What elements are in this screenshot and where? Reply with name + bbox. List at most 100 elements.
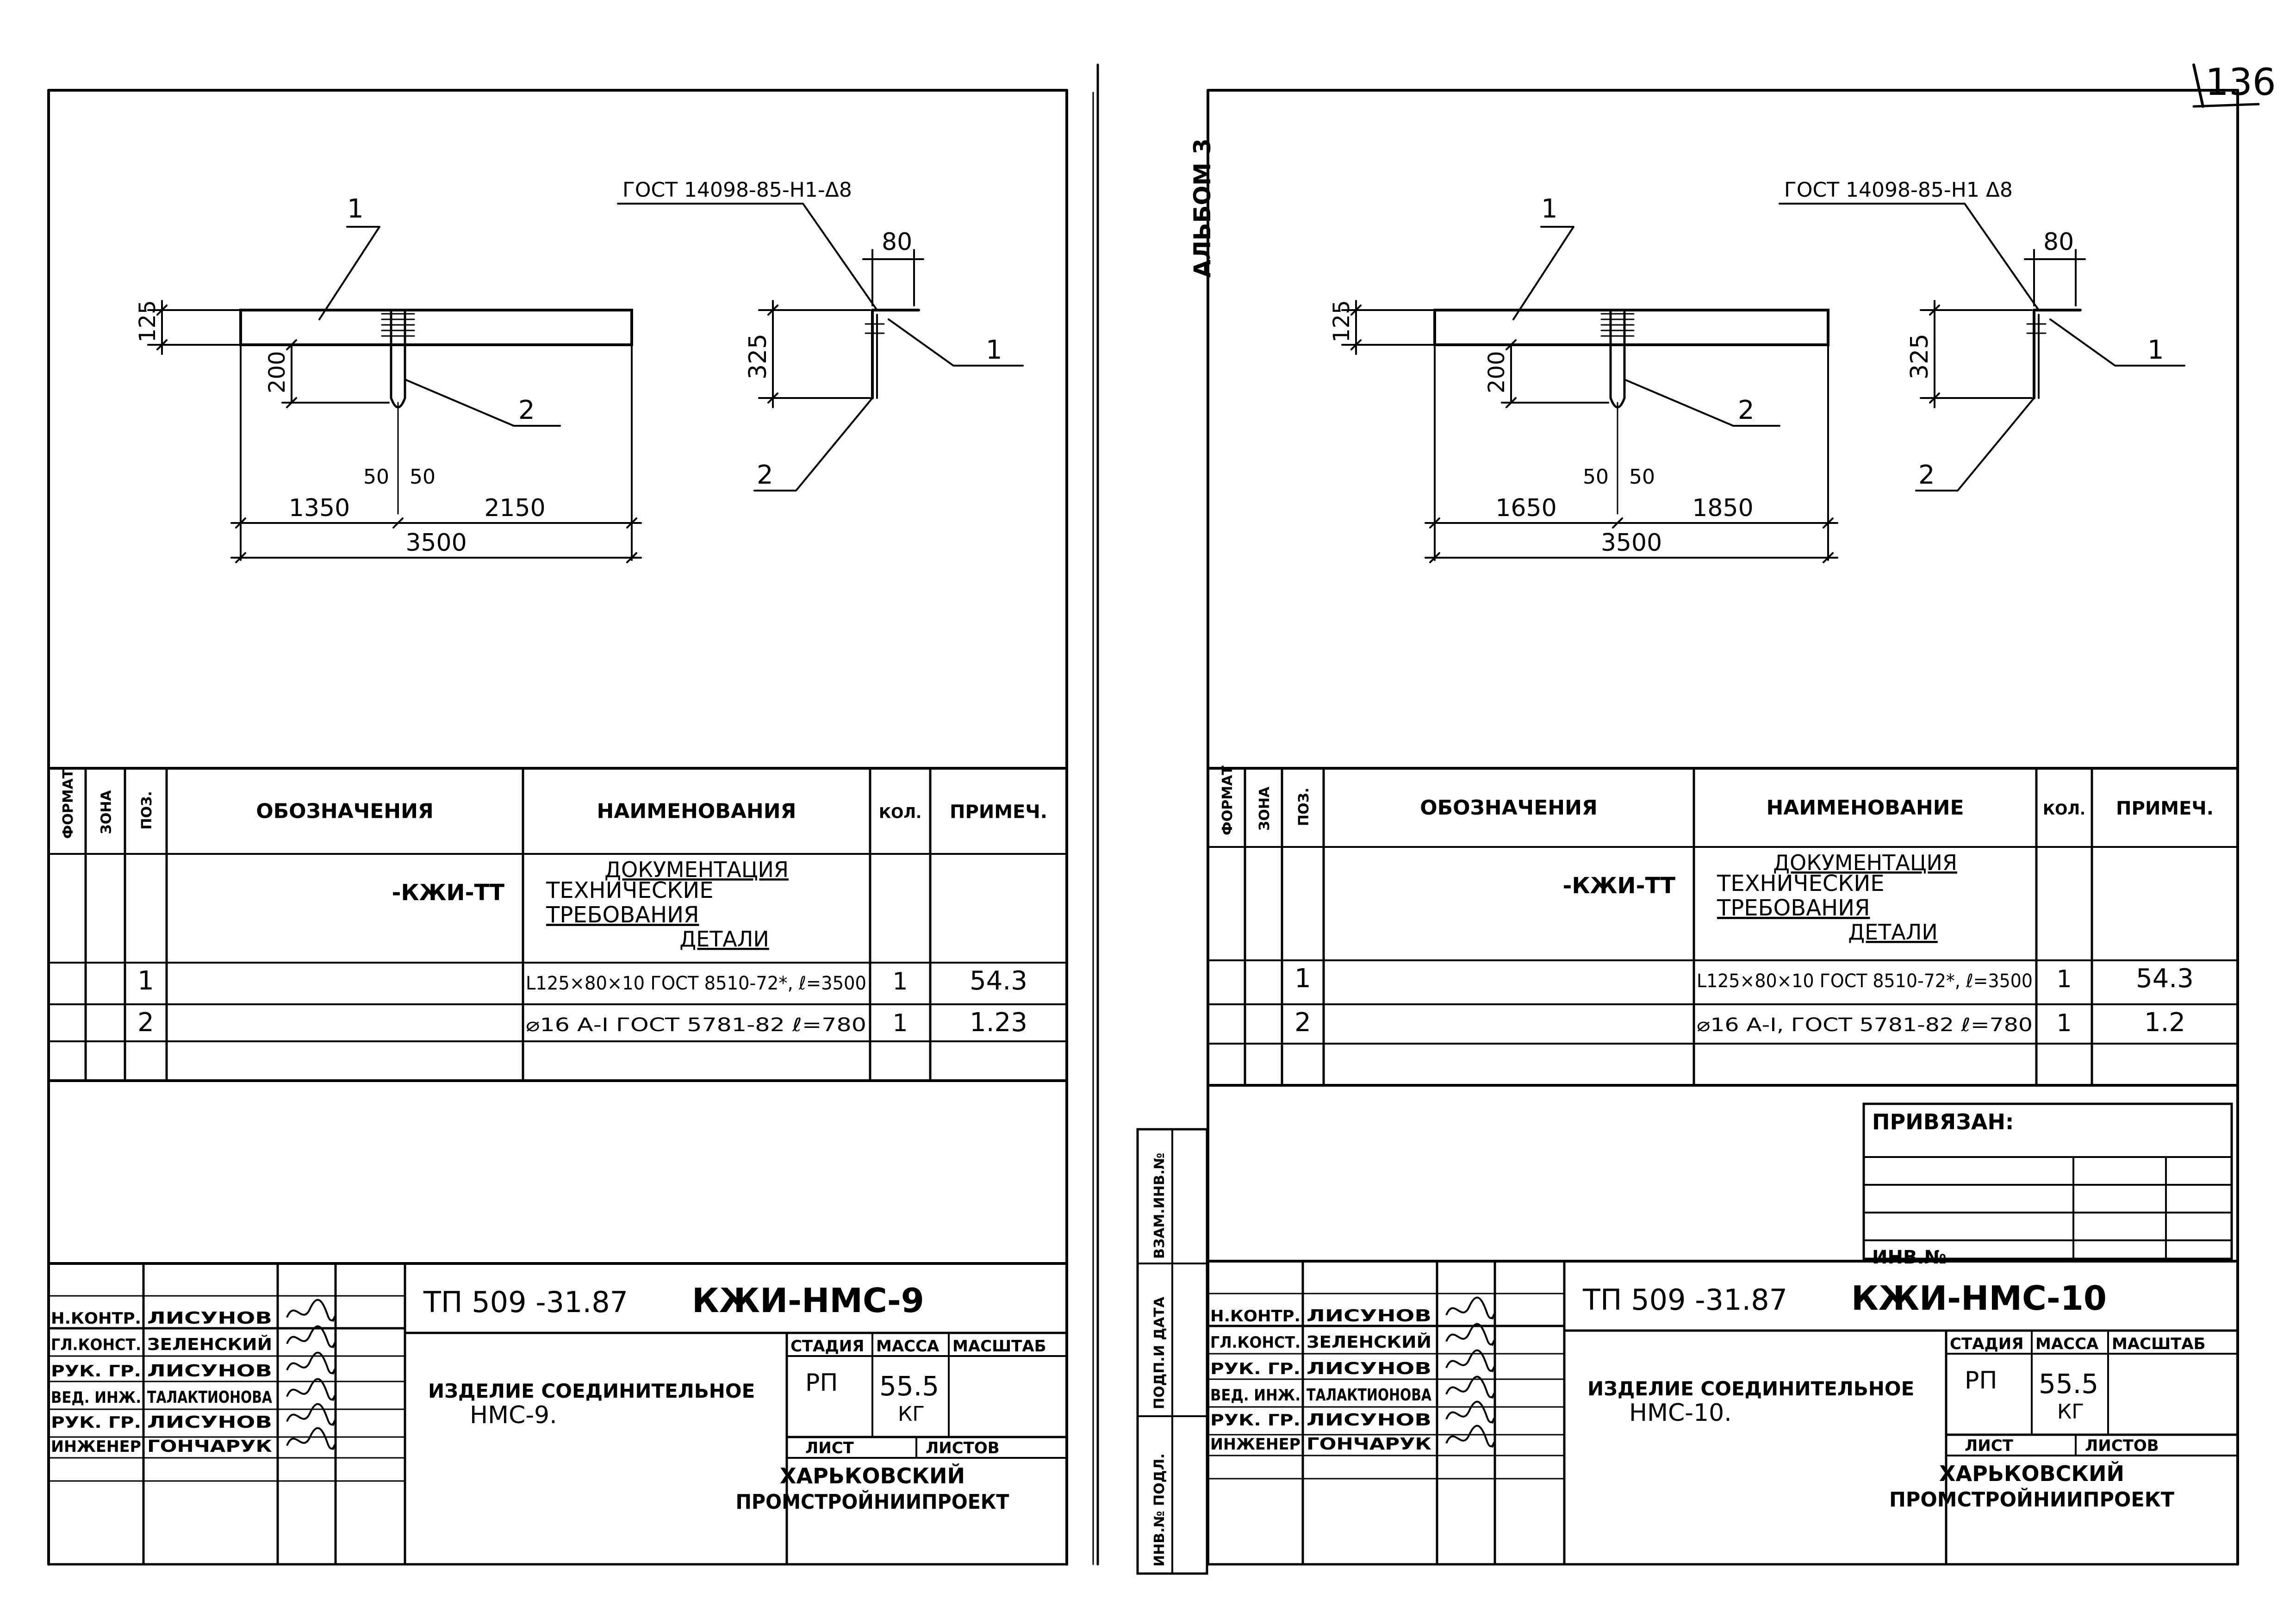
product-name-1: ИЗДЕЛИЕ СОЕДИНИТЕЛЬНОЕ: [428, 1380, 755, 1402]
product-name-2: НМС-9.: [470, 1401, 557, 1429]
dimension-tick: [626, 517, 637, 529]
leader-2: [404, 379, 561, 427]
signature: [1445, 1400, 1495, 1424]
binding-inv: ИНВ.№: [1872, 1247, 1947, 1268]
dim-50: 50: [1629, 465, 1655, 489]
tb-mass-label: МАССА: [876, 1337, 940, 1356]
col-note: ПРИМЕЧ.: [2116, 798, 2214, 819]
gost-label: ГОСТ 14098-85-Н1 Δ8: [1784, 178, 2013, 202]
sheet-number-text: 136: [2205, 61, 2276, 104]
spec-name: ⌀16 А-I, ГОСТ 5781-82 ℓ=780: [1697, 1014, 2033, 1036]
col-designation: ОБОЗНАЧЕНИЯ: [1420, 796, 1598, 820]
leader-side-2: [1915, 397, 2035, 492]
doc-name-2: ТРЕБОВАНИЯ: [1717, 895, 1870, 921]
dimension-tick: [235, 517, 246, 529]
tb-sheet: ЛИСТ: [805, 1439, 854, 1457]
signature: [286, 1378, 336, 1401]
tb-stage-label: СТАДИЯ: [1950, 1335, 2023, 1353]
tb-role: ГЛ.КОНСТ.: [1210, 1333, 1300, 1352]
drawing-code: КЖИ-НМС-9: [692, 1281, 924, 1320]
dimension-tick: [235, 552, 246, 563]
dim-50: 50: [1583, 465, 1609, 489]
callout-side-1: 1: [2147, 335, 2164, 365]
callout-side-2: 2: [757, 460, 773, 490]
signature: [286, 1427, 336, 1450]
tb-stage: РП: [1965, 1367, 1997, 1394]
spec-name: L125×80×10 ГОСТ 8510-72*, ℓ=3500: [526, 973, 866, 994]
side-stamp-label: ПОДП.И ДАТА: [1151, 1296, 1168, 1409]
gost-leader: [1779, 203, 2040, 311]
album-label: АЛЬБОМ 3: [1189, 138, 1216, 278]
signature: [1445, 1349, 1495, 1373]
spec-note: 1.23: [970, 1008, 1027, 1038]
dim-right: 2150: [484, 494, 545, 522]
col-format: ФОРМАТ: [1220, 765, 1236, 835]
dim-200: 200: [264, 351, 290, 393]
spec-name: ⌀16 А-I ГОСТ 5781-82 ℓ=780: [526, 1014, 866, 1036]
dimension-tick: [1350, 305, 1362, 316]
tb-org-1: ХАРЬКОВСКИЙ: [780, 1463, 965, 1488]
dim-left: 1350: [289, 494, 350, 522]
tb-role: РУК. ГР.: [51, 1413, 141, 1432]
spec-qty: 1: [2056, 1009, 2072, 1037]
side-stamp-label: ВЗАМ.ИНВ.№: [1151, 1153, 1168, 1259]
side-stamp-label: ИНВ.№ ПОДЛ.: [1151, 1453, 1168, 1567]
tb-org-2: ПРОМСТРОЙНИИПРОЕКТ: [736, 1489, 1009, 1514]
dimension-tick: [1429, 517, 1440, 529]
signature: [1445, 1296, 1495, 1320]
tb-role: ВЕД. ИНЖ.: [51, 1388, 141, 1407]
callout-1: 1: [1541, 194, 1558, 224]
spec-frame: [47, 767, 1068, 1082]
spec-pos: 1: [1294, 964, 1311, 994]
col-zone: ЗОНА: [99, 790, 115, 834]
product-name-1: ИЗДЕЛИЕ СОЕДИНИТЕЛЬНОЕ: [1587, 1377, 1914, 1400]
section-documentation: ДОКУМЕНТАЦИЯ: [604, 857, 789, 882]
tb-role: ВЕД. ИНЖ.: [1210, 1386, 1300, 1405]
doc-name-1: ТЕХНИЧЕСКИЕ: [1717, 871, 1885, 896]
sheet-number: 136: [2192, 61, 2276, 108]
col-zone: ЗОНА: [1257, 786, 1273, 831]
tb-mass-unit: КГ: [898, 1402, 925, 1426]
leader-side-1: [2049, 318, 2185, 367]
col-qty: КОЛ.: [879, 804, 921, 822]
tb-role: Н.КОНТР.: [1210, 1307, 1300, 1325]
product-name-2: НМС-10.: [1629, 1399, 1732, 1427]
tb-name: ЛИСУНОВ: [1307, 1359, 1431, 1378]
tb-role: ГЛ.КОНСТ.: [51, 1336, 141, 1354]
callout-side-1: 1: [986, 335, 1002, 365]
signature: [1445, 1375, 1495, 1399]
tb-name: ЛИСУНОВ: [147, 1309, 272, 1328]
tb-sheets: ЛИСТОВ: [926, 1439, 1000, 1457]
dimension-tick: [1506, 339, 1517, 350]
dim-125: 125: [1329, 300, 1355, 342]
tb-name: ТАЛАКТИОНОВА: [147, 1388, 272, 1407]
tb-scale-label: МАСШТАБ: [2112, 1335, 2206, 1353]
doc-name-2: ТРЕБОВАНИЯ: [546, 902, 699, 928]
leader-side-2: [753, 397, 873, 492]
tb-mass-label: МАССА: [2035, 1335, 2099, 1353]
dim-total: 3500: [405, 529, 467, 557]
tb-stage: РП: [805, 1369, 838, 1397]
tb-sheet: ЛИСТ: [1965, 1437, 2014, 1455]
col-qty: КОЛ.: [2043, 801, 2085, 818]
leader-2: [1624, 379, 1780, 427]
doc-name-1: ТЕХНИЧЕСКИЕ: [546, 877, 714, 903]
spec-qty: 1: [892, 1009, 908, 1037]
gost-label: ГОСТ 14098-85-Н1-Δ8: [622, 178, 852, 202]
tb-role: ИНЖЕНЕР: [51, 1437, 141, 1456]
spec-qty: 1: [2056, 965, 2072, 993]
col-name: НАИМЕНОВАНИЯ: [597, 800, 796, 823]
tb-role: Н.КОНТР.: [51, 1309, 141, 1328]
tb-scale-label: МАСШТАБ: [952, 1337, 1046, 1356]
tb-name: ЛИСУНОВ: [1307, 1307, 1431, 1325]
dimension-tick: [767, 305, 778, 316]
dimension-tick: [1429, 552, 1440, 563]
project-number: ТП 509 -31.87: [423, 1285, 628, 1319]
tb-name: ЛИСУНОВ: [147, 1413, 272, 1432]
dim-325: 325: [744, 334, 772, 380]
